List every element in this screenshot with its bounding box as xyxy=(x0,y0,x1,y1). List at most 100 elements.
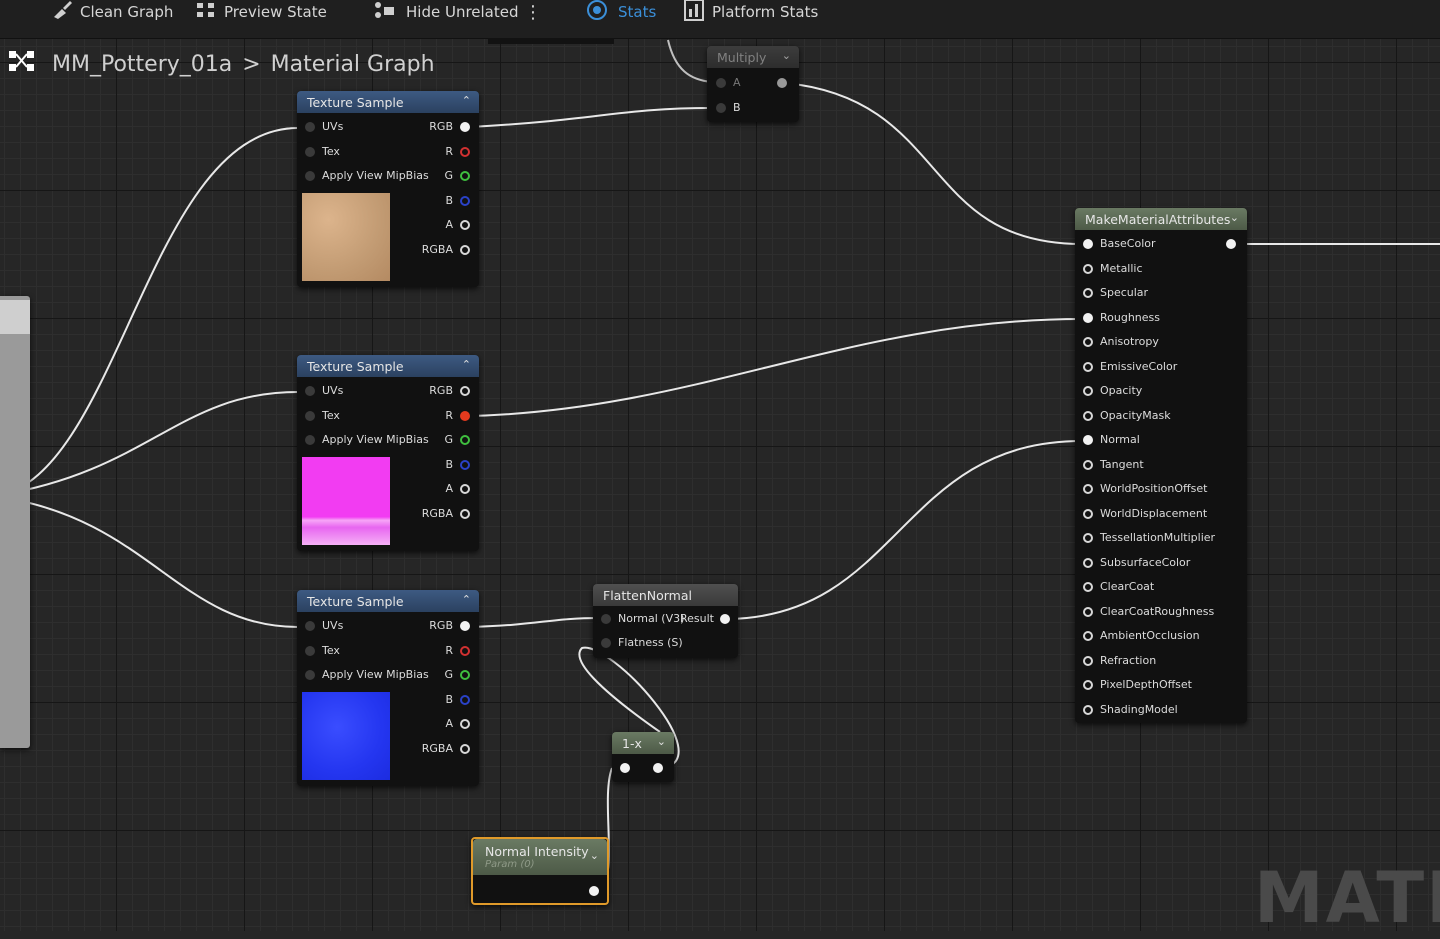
b-pin[interactable] xyxy=(460,460,470,470)
normal-in-label: Normal (V3) xyxy=(618,612,685,625)
hide-nodes-icon xyxy=(374,1,398,23)
make-material-pin[interactable] xyxy=(1083,410,1093,421)
uvs-pin[interactable] xyxy=(305,386,315,396)
uvs-pin[interactable] xyxy=(305,621,315,631)
asset-name[interactable]: MM_Pottery_01a xyxy=(52,51,233,77)
make-material-pin[interactable] xyxy=(1083,435,1093,445)
g-pin[interactable] xyxy=(460,670,470,680)
breadcrumb-separator: > xyxy=(242,51,261,77)
a-pin[interactable] xyxy=(460,220,470,230)
make-material-pin[interactable] xyxy=(1083,704,1093,715)
normal-intensity-header: Normal Intensity Param (0) ⌄ xyxy=(473,839,607,875)
rgba-pin[interactable] xyxy=(460,509,470,519)
clean-graph-button[interactable]: Clean Graph xyxy=(52,0,173,24)
make-material-pin[interactable] xyxy=(1083,508,1093,519)
make-material-pin[interactable] xyxy=(1083,631,1093,641)
preview-state-button[interactable]: Preview State xyxy=(196,0,327,24)
rgba-label: RGBA xyxy=(421,507,453,520)
texture-sample-node-3[interactable]: Texture Sample ⌃ UVs Tex Apply View MipB… xyxy=(297,590,479,786)
uvs-pin[interactable] xyxy=(305,122,315,132)
r-pin[interactable] xyxy=(460,411,470,421)
a-pin[interactable] xyxy=(460,719,470,729)
graph-name[interactable]: Material Graph xyxy=(270,51,435,77)
make-material-pin[interactable] xyxy=(1083,606,1093,617)
make-material-pin[interactable] xyxy=(1083,337,1093,347)
multiply-in-a-label: A xyxy=(733,76,741,89)
broom-icon xyxy=(52,1,72,23)
normal-intensity-title: Normal Intensity xyxy=(485,844,589,859)
multiply-node[interactable]: Multiply ⌄ A B xyxy=(707,46,799,122)
normal-intensity-param-node[interactable]: Normal Intensity Param (0) ⌄ xyxy=(471,837,609,905)
rgb-label: RGB xyxy=(429,384,453,397)
one-minus-out-pin[interactable] xyxy=(653,763,663,773)
chevron-up-icon[interactable]: ⌃ xyxy=(461,358,471,371)
make-material-pin[interactable] xyxy=(1083,386,1093,396)
platform-stats-button[interactable]: Platform Stats xyxy=(684,0,818,24)
make-material-pin[interactable] xyxy=(1083,459,1093,470)
left-panel-node[interactable] xyxy=(0,296,30,748)
make-material-pin[interactable] xyxy=(1083,288,1093,298)
mipbias-pin[interactable] xyxy=(305,171,315,181)
rgba-pin[interactable] xyxy=(460,245,470,255)
make-material-pin[interactable] xyxy=(1083,533,1093,543)
make-material-pin[interactable] xyxy=(1083,582,1093,592)
make-material-pin[interactable] xyxy=(1083,312,1093,323)
texture-sample-header: Texture Sample ⌃ xyxy=(297,590,479,612)
make-material-pin[interactable] xyxy=(1083,680,1093,690)
rgba-pin[interactable] xyxy=(460,744,470,754)
normal-in-pin[interactable] xyxy=(601,614,611,624)
node-tree-icon xyxy=(196,1,216,23)
texture-sample-node-1[interactable]: Texture Sample ⌃ UVs Tex Apply View MipB… xyxy=(297,91,479,287)
chevron-down-icon[interactable]: ⌄ xyxy=(656,735,666,748)
chevron-up-icon[interactable]: ⌃ xyxy=(461,593,471,606)
r-pin[interactable] xyxy=(460,147,470,157)
make-material-pin[interactable] xyxy=(1083,263,1093,274)
make-material-pin-label: TessellationMultiplier xyxy=(1100,531,1216,544)
tex-pin[interactable] xyxy=(305,147,315,157)
make-material-pin[interactable] xyxy=(1083,361,1093,372)
mipbias-pin[interactable] xyxy=(305,670,315,680)
rgb-pin[interactable] xyxy=(460,621,470,631)
one-minus-node[interactable]: 1-x ⌄ xyxy=(612,732,674,782)
make-material-pin-label: Opacity xyxy=(1100,384,1143,397)
make-material-pin[interactable] xyxy=(1083,557,1093,568)
normal-intensity-out-pin[interactable] xyxy=(589,886,599,896)
tex-label: Tex xyxy=(322,145,340,158)
one-minus-in-pin[interactable] xyxy=(620,763,630,773)
chevron-down-icon[interactable]: ⌄ xyxy=(589,849,599,862)
texture-sample-title: Texture Sample xyxy=(307,593,404,609)
mipbias-label: Apply View MipBias xyxy=(322,169,429,182)
r-label: R xyxy=(445,145,453,158)
stats-button[interactable]: Stats xyxy=(586,0,656,24)
texture-sample-node-2[interactable]: Texture Sample ⌃ UVs Tex Apply View MipB… xyxy=(297,355,479,551)
multiply-in-b-pin[interactable] xyxy=(716,103,726,113)
make-material-pin[interactable] xyxy=(1083,484,1093,494)
tex-pin[interactable] xyxy=(305,646,315,656)
chevron-down-icon[interactable]: ⌄ xyxy=(781,49,791,62)
flatness-in-pin[interactable] xyxy=(601,638,611,648)
output-pin[interactable] xyxy=(1226,239,1236,249)
tex-pin[interactable] xyxy=(305,411,315,421)
flatten-normal-node[interactable]: FlattenNormal Normal (V3) Result Flatnes… xyxy=(593,584,738,658)
hide-unrelated-button[interactable]: Hide Unrelated xyxy=(374,0,519,24)
b-pin[interactable] xyxy=(460,695,470,705)
multiply-in-a-pin[interactable] xyxy=(716,78,726,88)
rgb-pin[interactable] xyxy=(460,122,470,132)
rgb-pin[interactable] xyxy=(460,386,470,396)
r-pin[interactable] xyxy=(460,646,470,656)
chevron-up-icon[interactable]: ⌃ xyxy=(461,94,471,107)
multiply-header: Multiply ⌄ xyxy=(707,46,799,68)
g-pin[interactable] xyxy=(460,171,470,181)
g-pin[interactable] xyxy=(460,435,470,445)
multiply-out-pin[interactable] xyxy=(777,78,787,88)
b-pin[interactable] xyxy=(460,196,470,206)
one-minus-title: 1-x xyxy=(622,735,642,751)
result-out-pin[interactable] xyxy=(720,614,730,624)
make-material-pin[interactable] xyxy=(1083,655,1093,666)
mipbias-pin[interactable] xyxy=(305,435,315,445)
make-material-pin[interactable] xyxy=(1083,239,1093,249)
more-options-icon[interactable]: ⋮ xyxy=(524,1,542,23)
chevron-down-icon[interactable]: ⌄ xyxy=(1229,211,1239,224)
a-pin[interactable] xyxy=(460,484,470,494)
